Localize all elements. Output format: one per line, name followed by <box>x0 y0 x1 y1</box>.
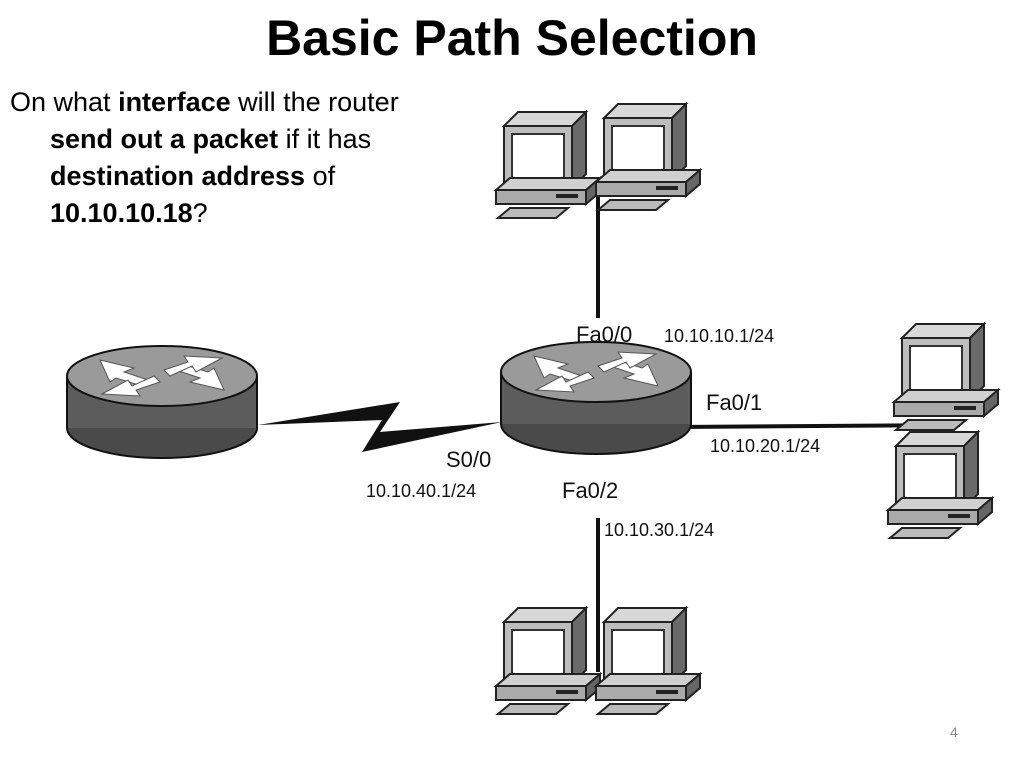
interface-label-fa01: Fa0/1 <box>706 390 762 415</box>
slide-title: Basic Path Selection <box>266 10 758 66</box>
ip-label-fa00: 10.10.10.1/24 <box>664 326 774 346</box>
question-emphasis-destination: destination address <box>50 161 306 191</box>
page-number: 4 <box>950 724 958 740</box>
pc-top-left <box>495 111 601 219</box>
question-part: will the router <box>230 87 399 117</box>
link-serial-s00 <box>258 402 502 452</box>
interface-label-fa00: Fa0/0 <box>576 322 632 347</box>
pc-top-right <box>595 103 701 211</box>
ip-label-fa02: 10.10.30.1/24 <box>604 520 714 540</box>
pc-right-bottom <box>887 431 993 539</box>
ip-label-s00: 10.10.40.1/24 <box>366 481 476 501</box>
ip-label-fa01: 10.10.20.1/24 <box>710 436 820 456</box>
question-part: of <box>305 161 336 191</box>
question-part: if it has <box>278 124 372 154</box>
question-emphasis-address-value: 10.10.10.18 <box>50 198 193 228</box>
question-emphasis-interface: interface <box>118 87 231 117</box>
pc-right-top <box>893 323 999 431</box>
pc-bottom-left <box>495 607 601 715</box>
interface-label-s00: S0/0 <box>446 447 491 472</box>
router-left <box>66 345 258 459</box>
question-part: ? <box>192 198 208 228</box>
pc-bottom-right <box>595 607 701 715</box>
router-main <box>500 341 692 455</box>
question-text: On what interface will the router send o… <box>10 84 430 232</box>
question-emphasis-send-out: send out a packet <box>50 124 279 154</box>
interface-label-fa02: Fa0/2 <box>562 478 618 503</box>
question-part: On what <box>10 87 119 117</box>
